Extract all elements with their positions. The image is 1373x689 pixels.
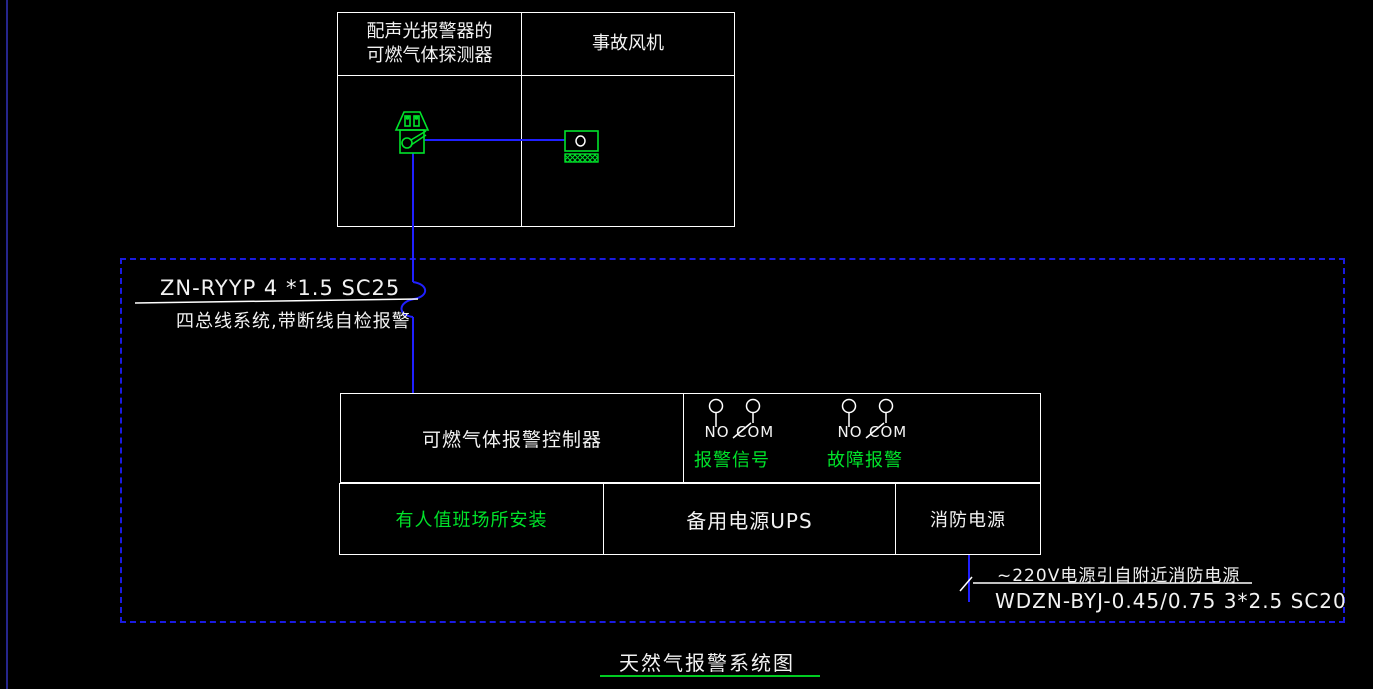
controller-label: 可燃气体报警控制器 [421,428,602,451]
contact-blade [732,422,752,439]
controller-label-cell: 可燃气体报警控制器 [341,394,684,482]
terminal-no-circle [708,398,724,414]
terminal-com-circle [745,398,761,414]
field-device-table: 配声光报警器的 可燃气体探测器 事故风机 [337,12,735,227]
duty-room-cell: 有人值班场所安装 [340,484,603,554]
fire-power-label: 消防电源 [930,510,1006,531]
controller-box: 可燃气体报警控制器 [340,393,1041,483]
detector-beam-lines [410,130,427,146]
relay-contact-fault [841,398,894,439]
feeder-description: 四总线系统,带断线自检报警 [176,311,411,332]
relay1-function-label: 报警信号 [694,450,770,471]
relay1-no-label: NO [704,423,730,441]
detector-header-line2: 可燃气体探测器 [366,45,493,66]
contact-blade [865,422,885,439]
detector-sensor-circle [401,137,413,149]
power-source-note: ~220V电源引自附近消防电源 [997,566,1241,586]
terminal-com-circle [878,398,894,414]
fan-header-label: 事故风机 [592,33,664,54]
table-header-fan: 事故风机 [522,13,734,75]
drawing-title: 天然气报警系统图 [619,651,795,675]
sounder-dot-left [405,116,410,120]
fan-hatched-base [564,153,599,163]
ups-label: 备用电源UPS [686,508,813,533]
feeder-label-leader-line [134,298,419,304]
feeder-cable-spec: ZN-RYYP 4 *1.5 SC25 [160,276,401,300]
table-header-detector: 配声光报警器的 可燃气体探测器 [338,13,521,75]
power-wire-tick [959,576,973,592]
sounder-glyph-left [404,115,411,127]
sounder-dot-right [414,116,419,120]
power-row: 有人值班场所安装 备用电源UPS 消防电源 [339,483,1041,555]
fan-box [564,130,599,152]
table-column-divider [521,13,522,226]
relay2-function-label: 故障报警 [827,450,903,471]
fan-indicator-circle [575,135,586,147]
detector-body [399,129,425,154]
detector-header-line1: 配声光报警器的 [366,21,493,42]
sounder-glyph-right [413,115,420,127]
detector-roof [394,111,430,131]
power-cable-spec: WDZN-BYJ-0.45/0.75 3*2.5 SC20 [995,589,1347,613]
system-boundary-dashed-box [120,258,1345,623]
duty-room-label: 有人值班场所安装 [395,510,548,531]
fire-power-cell: 消防电源 [896,484,1040,554]
relay2-com-label: COM [869,423,908,441]
fan-starter-symbol [564,130,599,163]
gas-detector-symbol [394,111,430,154]
relay1-com-label: COM [736,423,775,441]
ups-cell: 备用电源UPS [603,484,896,554]
annotation-lines [134,298,1252,592]
terminal-no-circle [841,398,857,414]
relay-contact-alarm [708,398,761,439]
viewport-edge-line [6,0,8,689]
table-header-divider [338,75,734,76]
relay2-no-label: NO [837,423,863,441]
